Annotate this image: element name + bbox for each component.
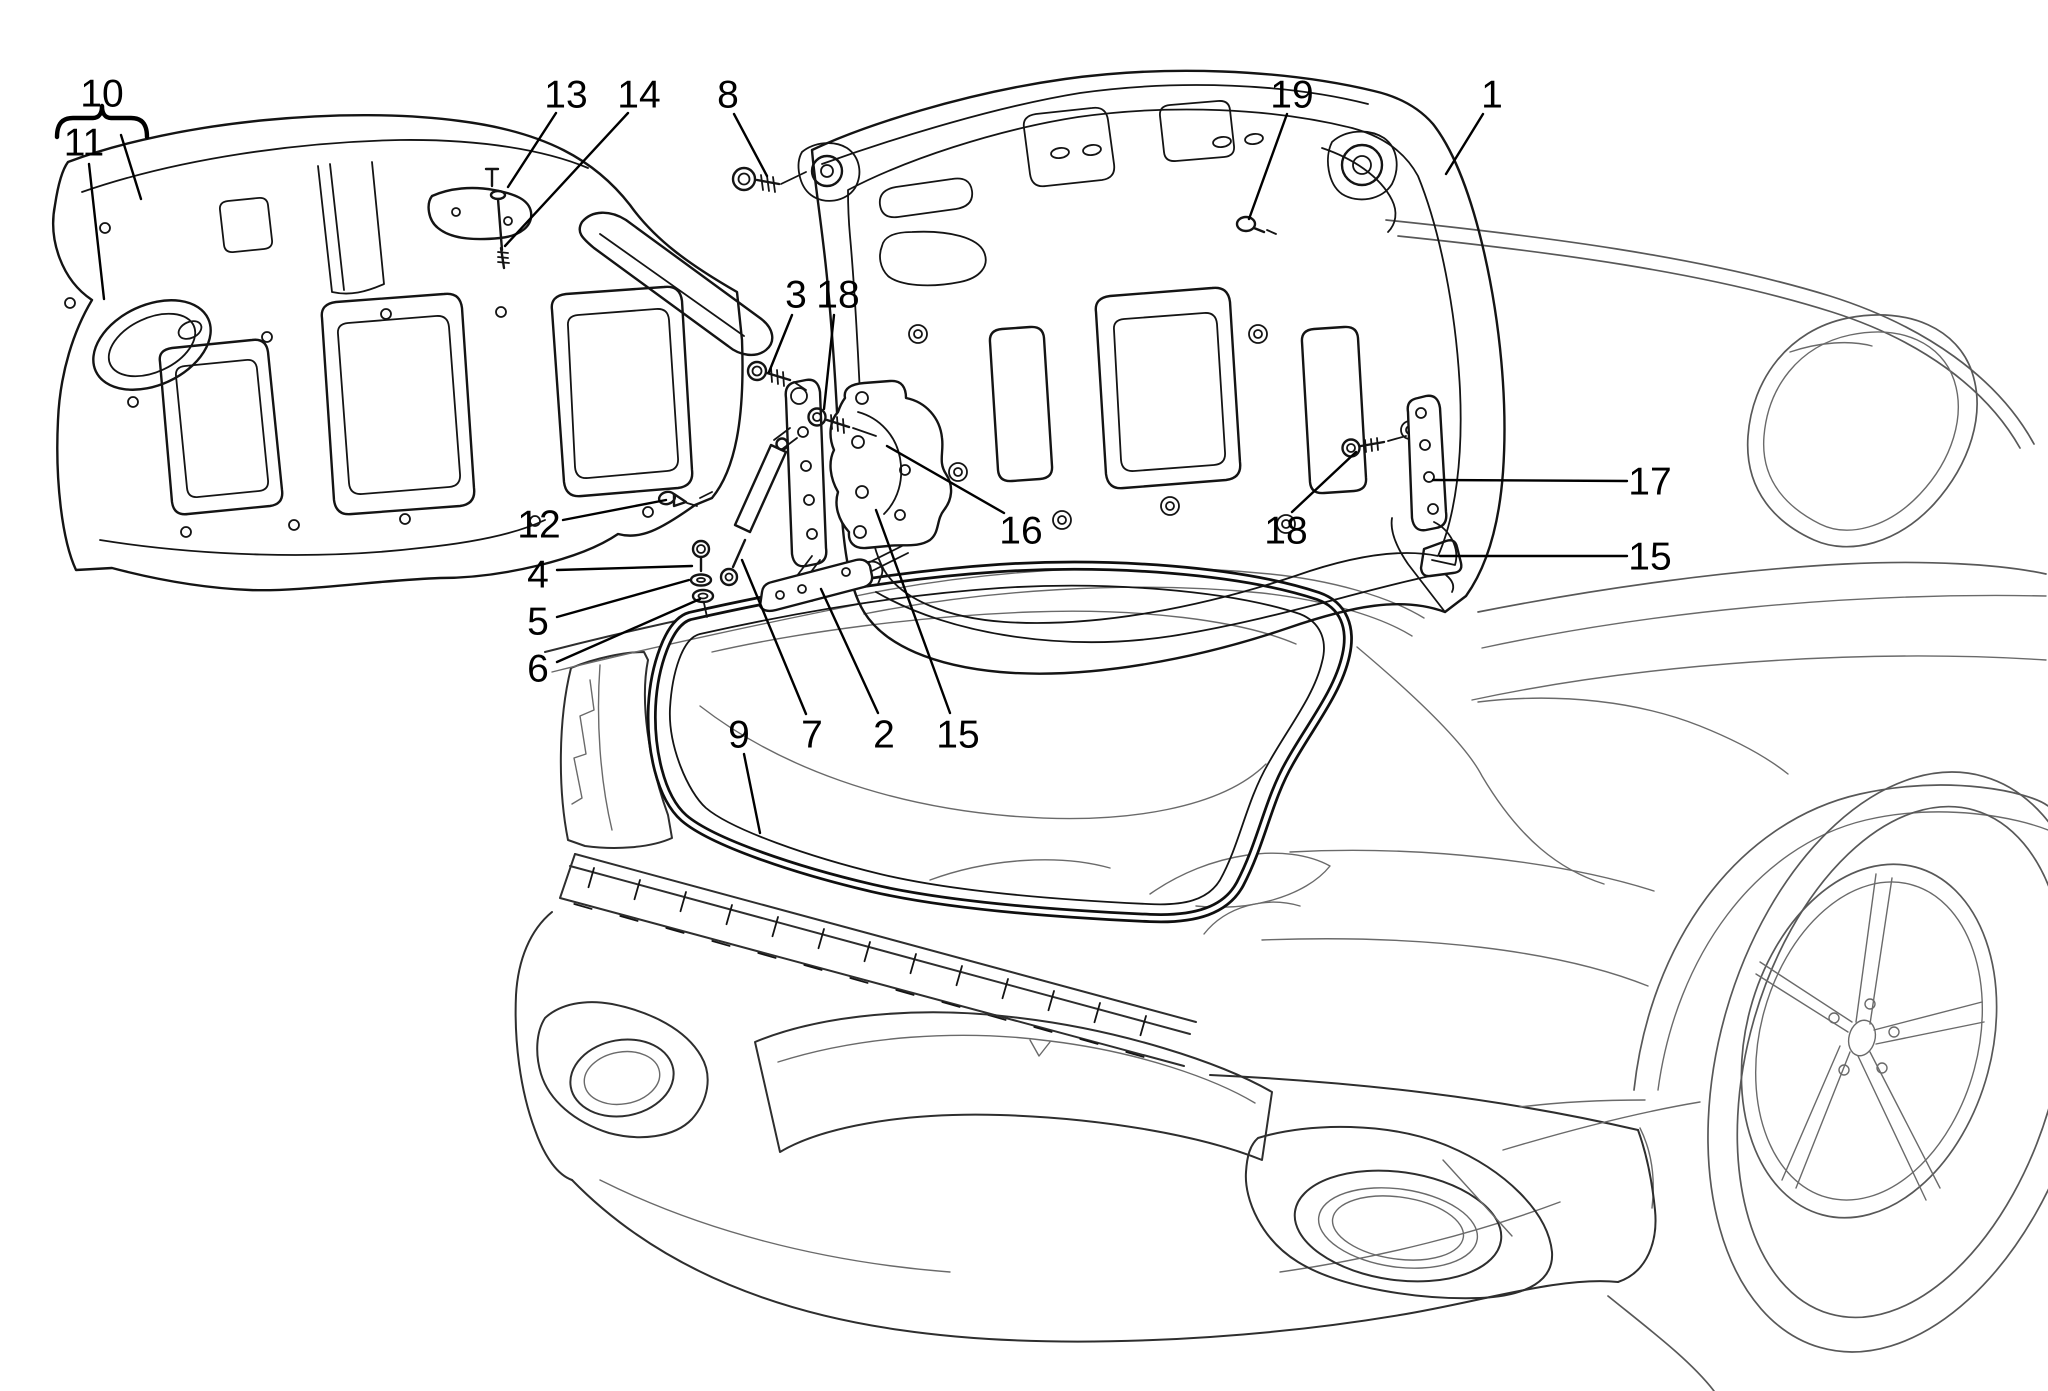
rear-bumper xyxy=(514,849,1701,1343)
callout-brace-10 xyxy=(54,103,150,140)
callout-6: 6 xyxy=(527,648,549,691)
trim-liner-panel xyxy=(52,114,774,592)
screw-14 xyxy=(484,167,510,270)
callout-leader-3 xyxy=(767,313,794,374)
gas-strut xyxy=(719,427,798,587)
callout-7: 7 xyxy=(801,714,823,757)
callout-15: 15 xyxy=(1628,536,1671,579)
trunk-seal-ring xyxy=(646,560,1353,924)
callout-16: 16 xyxy=(999,510,1042,553)
taillight-panel xyxy=(559,651,673,849)
rear-quarter-window xyxy=(1746,314,1978,548)
callout-2: 2 xyxy=(873,714,895,757)
bolt-18-left xyxy=(807,407,877,437)
callout-9: 9 xyxy=(728,714,750,757)
callout-leader-1 xyxy=(1444,112,1485,176)
callout-3: 3 xyxy=(785,274,807,317)
callout-leader-18 xyxy=(822,313,836,411)
callout-leader-19 xyxy=(1247,112,1289,221)
bolt-8 xyxy=(731,166,807,193)
callout-leader-6 xyxy=(555,597,702,664)
callout-leader-7 xyxy=(740,558,808,716)
callout-leader-2 xyxy=(819,587,880,715)
callout-leader-12 xyxy=(561,498,668,522)
liner-cutouts xyxy=(64,161,774,538)
callout-leader-4 xyxy=(555,564,694,572)
rear-wheel xyxy=(1707,771,2048,1353)
callout-leader-17 xyxy=(1431,478,1629,483)
clip-12 xyxy=(657,490,713,508)
callout-leader-10 xyxy=(119,133,143,201)
callout-12: 12 xyxy=(517,504,560,547)
callout-leader-13 xyxy=(506,111,558,189)
callout-leader-5 xyxy=(555,578,691,619)
callout-19: 19 xyxy=(1270,74,1313,117)
trunk-interior xyxy=(544,560,1425,935)
callout-leader-15 xyxy=(874,508,952,715)
wheel-spokes xyxy=(1755,873,1985,1201)
hinge-left-strap xyxy=(784,378,828,568)
callout-10: 10 xyxy=(80,73,123,116)
callout-leader-9 xyxy=(742,752,762,835)
bolt-3 xyxy=(746,360,807,391)
callout-17: 17 xyxy=(1628,461,1671,504)
hinge-strut-assembly xyxy=(719,378,953,613)
callout-18: 18 xyxy=(816,274,859,317)
callout-leader-11 xyxy=(87,162,106,301)
exhaust-tip-left xyxy=(536,1001,709,1139)
callout-leader-14 xyxy=(503,111,630,248)
trunk-lid xyxy=(797,69,1506,675)
callout-1: 1 xyxy=(1481,74,1503,117)
lid-grommet xyxy=(1327,130,1398,201)
exhaust-tip-right xyxy=(1244,1125,1554,1300)
car-body-context xyxy=(1356,219,2048,1391)
scuff-plate-ribs xyxy=(559,853,1197,1067)
fender-arch xyxy=(1633,784,2048,1091)
callout-14: 14 xyxy=(617,74,660,117)
diffuser-opening xyxy=(754,1011,1273,1161)
lid-inner-panel xyxy=(847,108,1462,643)
callout-11: 11 xyxy=(64,122,105,165)
hinge-base-plate xyxy=(758,558,884,613)
rubber-buffer-corner xyxy=(797,142,861,202)
callout-leader-16 xyxy=(885,444,1006,515)
trim-clip-19 xyxy=(1235,215,1277,235)
callout-4: 4 xyxy=(527,554,549,597)
callout-8: 8 xyxy=(717,74,739,117)
callout-leader-18 xyxy=(1290,450,1358,514)
hinge-right-strap xyxy=(1406,394,1458,566)
screw-stack-4-5-6 xyxy=(689,539,715,618)
liner-end-pocket xyxy=(92,299,212,391)
hinge-bracket xyxy=(829,379,953,550)
callout-18: 18 xyxy=(1264,510,1307,553)
callout-13: 13 xyxy=(544,74,587,117)
callout-leader-8 xyxy=(732,112,769,178)
callout-15: 15 xyxy=(936,714,979,757)
callout-5: 5 xyxy=(527,601,549,644)
bolt-18-right xyxy=(1341,435,1407,458)
liner-bracket xyxy=(427,186,533,241)
